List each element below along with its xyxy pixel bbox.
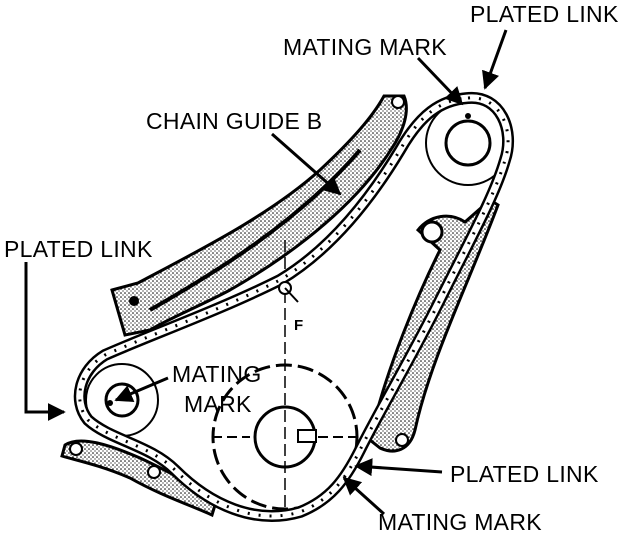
mating-mark-left-label-1: MATING	[172, 361, 262, 387]
plated-link-bottom-label: PLATED LINK	[450, 461, 599, 487]
leader-lines	[24, 29, 508, 516]
tensioner-arm	[368, 198, 500, 453]
point-f-marker: F	[278, 281, 303, 334]
chain-guide-b-label: CHAIN GUIDE B	[146, 108, 322, 134]
plated-link-top-leader	[482, 29, 508, 90]
mating-mark-bottom-label: MATING MARK	[378, 509, 542, 535]
crank-sprocket	[211, 240, 360, 520]
mating-mark-left-label-2: MARK	[184, 391, 252, 417]
point-f-label: F	[294, 317, 303, 334]
chain-guide-b	[110, 94, 408, 337]
chain-guide-b-leader	[271, 132, 342, 196]
mating-mark-bottom-leader	[342, 476, 386, 516]
timing-chain	[73, 91, 515, 522]
plated-link-top-label: PLATED LINK	[470, 1, 619, 27]
plated-link-bottom-leader	[354, 458, 443, 477]
plated-link-left-label: PLATED LINK	[4, 236, 153, 262]
plated-link-left-leader	[24, 262, 66, 421]
lower-guide	[60, 439, 217, 518]
mating-mark-left-leader	[114, 376, 169, 402]
mating-mark-top-leader	[416, 56, 464, 106]
mating-mark-top-label: MATING MARK	[283, 34, 447, 60]
